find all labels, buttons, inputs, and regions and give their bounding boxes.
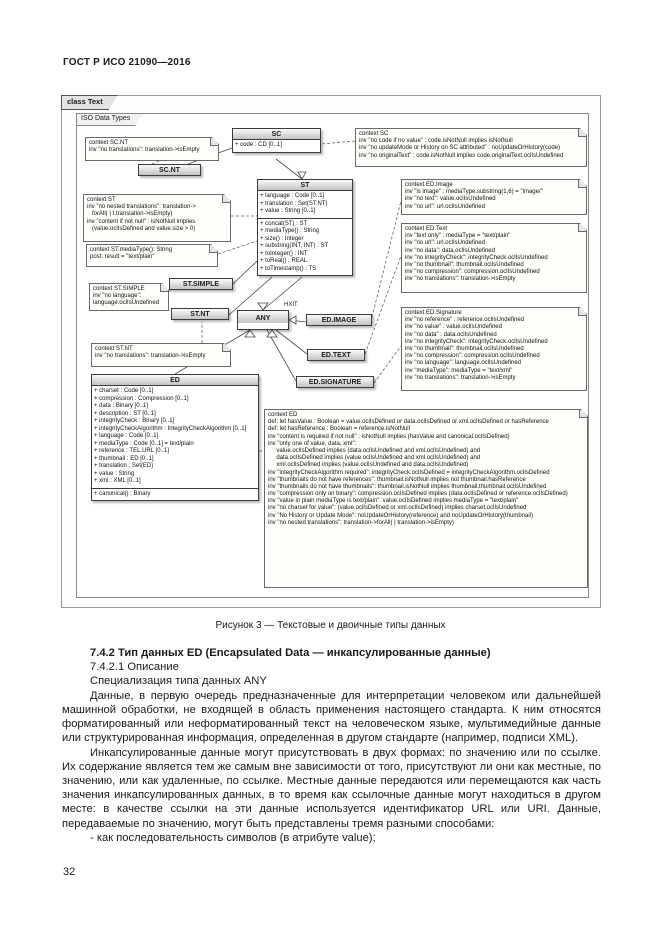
class-sc-nt-name: SC.NT (139, 165, 200, 175)
note-st-simple: context ST.SIMPLE inv "no language": lan… (89, 283, 169, 311)
paragraph: Данные, в первую очередь предназначенные… (62, 689, 601, 745)
class-sc-attributes: + code : CD [0..1] (235, 142, 282, 148)
note-ed-image: context ED.Image inv "is image" : mediaT… (401, 179, 587, 215)
page-number: 32 (63, 866, 76, 878)
note-ed-text-block: context ED def: let hasValue : Boolean =… (268, 412, 568, 526)
class-st-nt-name: ST.NT (172, 309, 228, 319)
class-st-operations: + concat(ST) : ST + mediaType() : String… (258, 217, 352, 276)
figure-caption: Рисунок 3 — Текстовые и двоичные типы да… (215, 620, 446, 631)
class-st-nt: ST.NT (171, 308, 229, 320)
note-st: context ST inv "no nested translations":… (83, 194, 231, 242)
class-ed-image-name: ED.IMAGE (307, 315, 371, 325)
class-ed-text-name: ED.TEXT (308, 350, 364, 360)
note-ed-signature-text: context ED.Signature inv "no reference" … (405, 310, 548, 381)
class-st-name: ST (258, 180, 352, 191)
class-ed-attributes: + charset : Code [0..1] + compression : … (94, 388, 247, 484)
class-st-attributes: + language : Code [0..1] + translation :… (260, 193, 328, 214)
class-ed-name: ED (92, 375, 258, 386)
class-st-simple-name: ST.SIMPLE (170, 279, 232, 289)
diagram-frame-tab: class Text (61, 95, 118, 110)
note-ed-signature: context ED.Signature inv "no reference" … (401, 307, 587, 391)
note-sc: context SC inv "no code if no value" : c… (355, 128, 587, 167)
class-sc: SC + code : CD [0..1] (232, 128, 321, 153)
list-item: - как последовательность символов (в атр… (90, 831, 376, 844)
class-ed-signature: ED.SIGNATURE (296, 376, 374, 388)
note-ed-text-text: context ED.Text inv "text only" : mediaT… (405, 226, 548, 283)
uml-diagram: ISO Data Types (61, 95, 601, 608)
note-st-text: context ST inv "no nested translations":… (87, 197, 196, 232)
note-st-mediatype: context ST.mediaType(): String post: res… (86, 244, 218, 267)
note-sc-nt-text: context SC.NT inv "no translations": tra… (89, 140, 200, 154)
class-ed-image: ED.IMAGE (306, 314, 372, 326)
note-ed: context ED def: let hasValue : Boolean =… (264, 409, 588, 588)
section-heading: 7.4.2 Тип данных ED (Encapsulated Data —… (90, 647, 491, 659)
note-st-mediatype-text: context ST.mediaType(): String post: res… (90, 247, 173, 261)
note-st-nt-text: context ST.NT inv "no translations": tra… (95, 346, 206, 360)
class-any: ANY (237, 310, 289, 330)
note-st-nt: context ST.NT inv "no translations": tra… (91, 343, 231, 367)
note-ed-image-text: context ED.Image inv "is image" : mediaT… (405, 182, 543, 210)
note-sc-nt: context SC.NT inv "no translations": tra… (85, 137, 219, 161)
class-sc-nt: SC.NT (138, 164, 201, 176)
class-ed: ED + charset : Code [0..1] + compression… (91, 374, 259, 501)
class-st: ST + language : Code [0..1] + translatio… (257, 179, 353, 276)
note-st-simple-text: context ST.SIMPLE inv "no language": lan… (93, 286, 160, 307)
class-ed-operations: + canonical() : Binary (92, 487, 258, 501)
class-any-name: ANY (238, 311, 288, 323)
section-subheading: 7.4.2.1 Описание (90, 661, 179, 674)
note-ed-text: context ED.Text inv "text only" : mediaT… (401, 223, 587, 293)
class-ed-signature-name: ED.SIGNATURE (297, 377, 373, 387)
class-sc-name: SC (233, 129, 320, 140)
paragraph: Инкапсулированные данные могут присутств… (62, 746, 601, 830)
class-ed-text: ED.TEXT (307, 349, 365, 361)
class-st-simple: ST.SIMPLE (169, 278, 233, 290)
body-text: 7.4.2 Тип данных ED (Encapsulated Data —… (62, 646, 601, 845)
note-sc-text: context SC inv "no code if no value" : c… (359, 131, 564, 159)
any-stereotype-label: HXIT (284, 302, 298, 308)
document-header: ГОСТ Р ИСО 21090—2016 (63, 57, 191, 68)
intro-line: Специализация типа данных ANY (90, 675, 267, 688)
